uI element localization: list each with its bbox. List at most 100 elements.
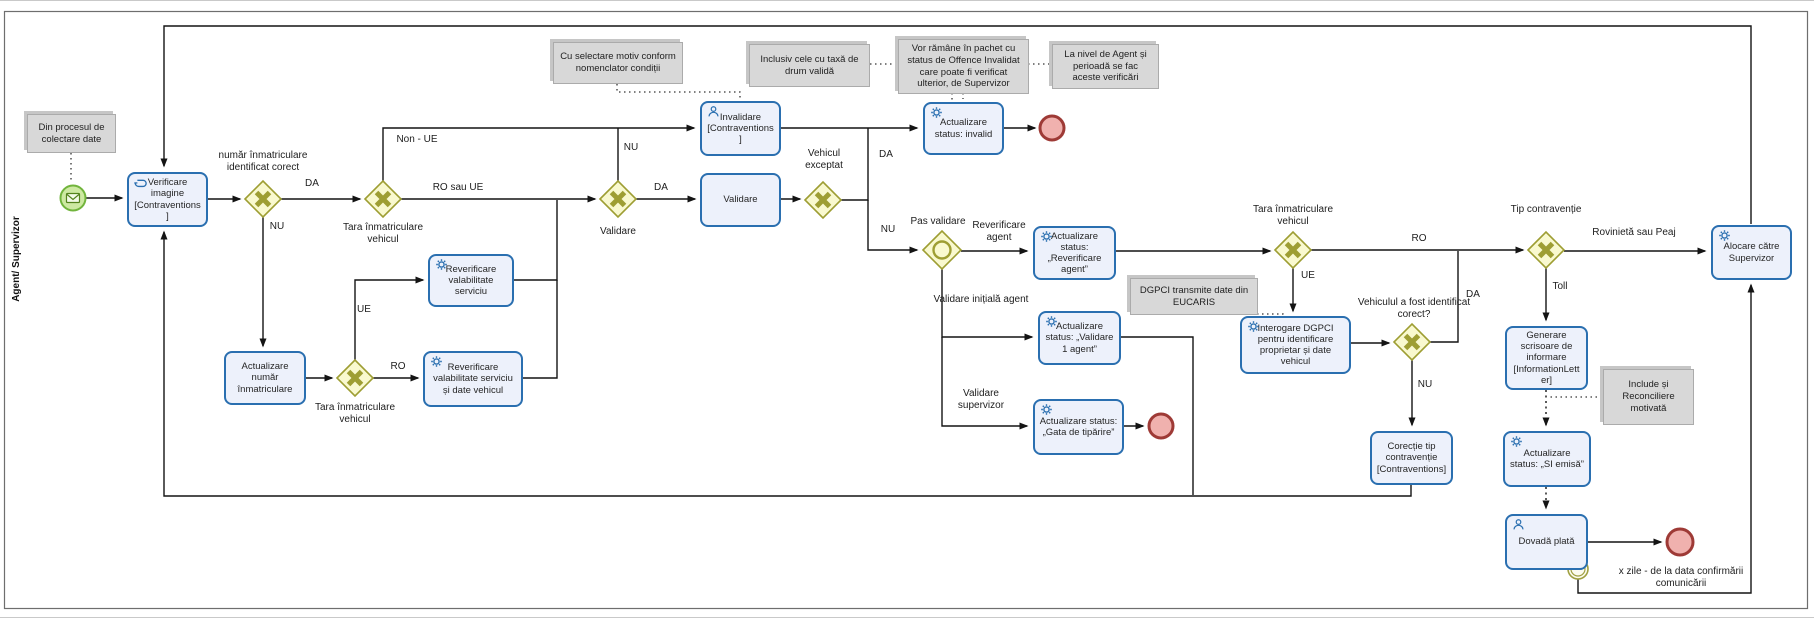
flow-label-da: DA <box>305 178 319 189</box>
annotation-text: DGPCI transmite date din EUCARIS <box>1139 284 1249 308</box>
pool-border <box>3 10 1809 610</box>
gear-icon <box>429 355 443 369</box>
gateway-pas-validare[interactable] <box>921 229 963 271</box>
task-status-invalid[interactable]: Actualizare status: invalid <box>923 102 1004 155</box>
annotation-dgpci[interactable]: DGPCI transmite date din EUCARIS <box>1130 278 1258 315</box>
associations <box>70 63 1602 398</box>
flow-label-ro: RO <box>1411 233 1427 244</box>
flow-label-nu: NU <box>623 142 639 153</box>
task-dovada-plata[interactable]: Dovadă plată <box>1505 514 1588 570</box>
task-actualizare-numar[interactable]: Actualizare număr înmatriculare <box>224 351 306 405</box>
flow-label-reverificare-agent: Reverificare agent <box>972 220 1026 243</box>
gear-icon <box>1039 230 1053 244</box>
flow-reverif2-merge <box>523 280 558 379</box>
start-message-event[interactable] <box>59 184 87 212</box>
task-label: Validare <box>723 194 758 206</box>
annotation-la-nivel[interactable]: La nivel de Agent și perioadă se fac ace… <box>1052 44 1159 89</box>
gateway-vehicul-identificat[interactable] <box>1392 322 1432 362</box>
flow-corectie-loopback <box>160 230 1412 497</box>
flow-label-nu: NU <box>269 221 285 232</box>
task-status-si-emisa[interactable]: Actualizare status: „SI emisă” <box>1503 431 1591 487</box>
gateway-tara-2[interactable] <box>335 358 375 398</box>
flow-alocare-loopback <box>160 25 1752 224</box>
gateway-tip-contraventie[interactable] <box>1526 230 1566 270</box>
flow-label-rovinieta-peaj: Rovinietă sau Peaj <box>1592 227 1676 238</box>
gear-icon <box>1039 403 1053 417</box>
task-label: Dovadă plată <box>1518 536 1575 548</box>
gateway-label-vehicul-identificat: Vehiculul a fost identificat corect? <box>1357 297 1471 320</box>
flow-label-nu: NU <box>1417 379 1433 390</box>
gateways <box>243 179 1566 398</box>
task-label: Invalidare [Contraventions] <box>707 111 774 146</box>
flow-gw2-non-ue <box>382 124 696 181</box>
events <box>59 114 1695 580</box>
sequence-flows <box>85 25 1755 594</box>
flow-label-toll: Toll <box>1552 281 1568 292</box>
gear-icon <box>1246 320 1260 334</box>
flow-label-nu: NU <box>880 224 896 235</box>
task-label: Actualizare status: „SI emisă” <box>1510 447 1584 470</box>
flow-label-non-ue: Non - UE <box>396 134 438 145</box>
flow-label-da: DA <box>654 182 668 193</box>
task-alocare-supervizor[interactable]: Alocare către Supervizor <box>1711 225 1792 280</box>
task-generare-scrisoare[interactable]: Generare scrisoare de informare [Informa… <box>1505 326 1588 390</box>
gateway-label-numar-identificat: număr înmatriculare identificat corect <box>218 150 308 173</box>
task-invalidare[interactable]: Invalidare [Contraventions] <box>700 101 781 156</box>
task-interogare-dgpci[interactable]: Interogare DGPCI pentru identificare pro… <box>1240 316 1351 374</box>
manual-hand-icon <box>133 176 147 190</box>
task-label: Actualizare status: „Validare 1 agent” <box>1045 321 1114 355</box>
task-status-gata-tiparire[interactable]: Actualizare status: „Gata de tipărire” <box>1033 399 1124 455</box>
flow-label-ro-sau-ue: RO sau UE <box>432 182 484 193</box>
end-event-gata-tiparire[interactable] <box>1147 412 1175 440</box>
flow-label-timer: x zile - de la data confirmării comunică… <box>1618 566 1744 589</box>
gateway-tara-1[interactable] <box>363 179 403 219</box>
task-corectie-tip[interactable]: Corecție tip contravenție [Contravention… <box>1370 431 1453 485</box>
user-icon <box>706 105 720 119</box>
annotation-text: Inclusiv cele cu taxă de drum validă <box>760 53 859 77</box>
task-status-reverificare-agent[interactable]: Actualizare status: „Reverificare agent” <box>1033 226 1116 280</box>
annotation-text: Vor rămâne în pachet cu status de Offenc… <box>907 42 1020 90</box>
task-label: Reverificare valabilitate serviciu <box>445 263 497 298</box>
gateway-numar-identificat[interactable] <box>243 179 283 219</box>
gateway-label-vehicul-exceptat: Vehicul exceptat <box>805 148 843 171</box>
gateway-validare[interactable] <box>598 179 638 219</box>
flow-label-da: DA <box>1466 289 1480 300</box>
flow-reverif1-merge <box>514 200 558 281</box>
end-event-invalid[interactable] <box>1038 114 1066 142</box>
annotation-inclusiv[interactable]: Inclusiv cele cu taxă de drum validă <box>749 44 870 87</box>
flow-timer-to-alocare <box>1577 283 1755 594</box>
task-validare[interactable]: Validare <box>700 173 781 227</box>
annotation-text: La nivel de Agent și perioadă se fac ace… <box>1064 48 1147 84</box>
task-status-validare-1[interactable]: Actualizare status: „Validare 1 agent” <box>1038 311 1121 365</box>
flow-gw6-supervizor <box>941 337 1029 430</box>
annotation-cu-selectare[interactable]: Cu selectare motiv conform nomenclator c… <box>553 42 683 84</box>
envelope-icon <box>65 192 81 204</box>
task-label: Interogare DGPCI pentru identificare pro… <box>1257 322 1334 368</box>
task-label: Alocare către Supervizor <box>1723 241 1780 264</box>
task-label: Actualizare status: invalid <box>934 117 993 140</box>
gear-icon <box>1717 229 1731 243</box>
annotation-din-procesul[interactable]: Din procesul de colectare date <box>27 114 116 153</box>
annotation-vor-ramane[interactable]: Vor rămâne în pachet cu status de Offenc… <box>898 39 1029 94</box>
task-reverificare-serviciu-date[interactable]: Reverificare valabilitate serviciu și da… <box>423 351 523 407</box>
user-icon <box>1511 518 1525 532</box>
gateway-label-tara-2: Tara înmatriculare vehicul <box>314 402 396 425</box>
gateway-label-pas-validare: Pas validare <box>910 216 966 227</box>
gear-icon <box>434 258 448 272</box>
flow-gw5-nu <box>867 200 919 254</box>
flow-label-validare-initiala: Validare inițială agent <box>933 294 1029 305</box>
end-event-dovada[interactable] <box>1665 527 1695 557</box>
task-label: Actualizare număr înmatriculare <box>237 361 293 395</box>
task-label: Corecție tip contravenție [Contravention… <box>1376 441 1447 475</box>
annotation-include[interactable]: Include și Reconciliere motivată <box>1603 369 1694 425</box>
gateway-vehicul-exceptat[interactable] <box>803 180 843 220</box>
gateway-label-tara-1: Tara înmatriculare vehicul <box>342 222 424 245</box>
flow-label-ue: UE <box>357 304 371 315</box>
task-label: Actualizare status: „Reverificare agent” <box>1047 230 1102 276</box>
task-verificare-imagine[interactable]: Verificare imagine [Contraventions] <box>127 172 208 227</box>
task-label: Generare scrisoare de informare [Informa… <box>1513 330 1580 386</box>
gear-icon <box>1509 435 1523 449</box>
task-reverificare-serviciu[interactable]: Reverificare valabilitate serviciu <box>428 254 514 307</box>
gateway-tara-3[interactable] <box>1273 230 1313 270</box>
